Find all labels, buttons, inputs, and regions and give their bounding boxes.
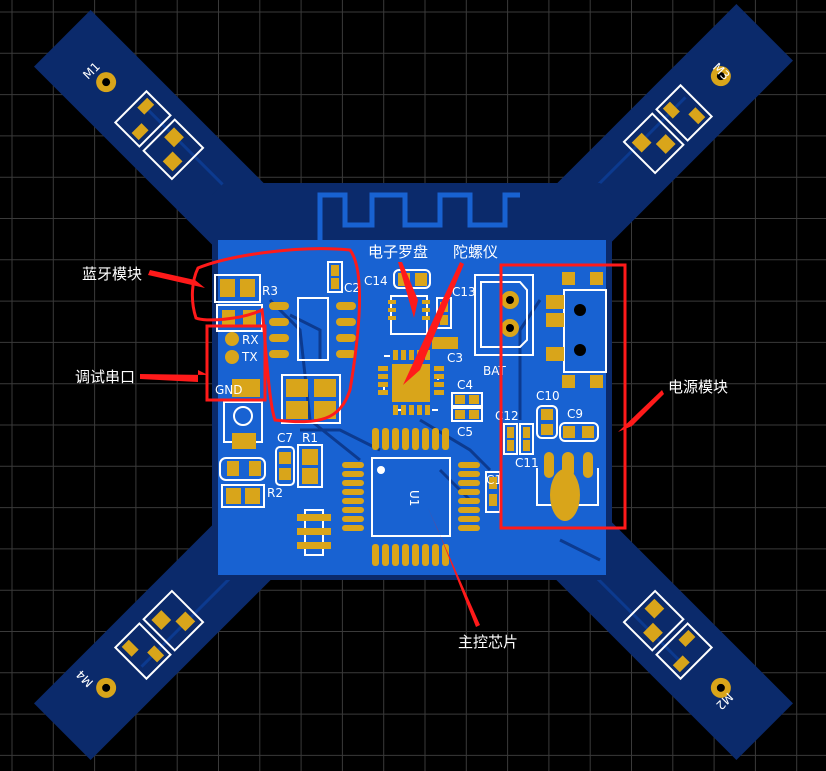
mcu-pin (342, 480, 364, 486)
annotation-gyro: 陀螺仪 (453, 243, 498, 261)
label-c9: C9 (567, 407, 583, 421)
mcu-pin (382, 428, 389, 450)
annotation-debug-serial: 调试串口 (75, 368, 135, 386)
mcu-pin (342, 525, 364, 531)
label-u1: U1 (407, 490, 421, 506)
debug-serial-header: RX TX GND (215, 332, 263, 449)
mcu-pin (422, 428, 429, 450)
mcu-arrow (428, 508, 480, 627)
bluetooth-outline (190, 247, 361, 424)
annotation-compass: 电子罗盘 (368, 243, 428, 261)
label-c3: C3 (447, 351, 463, 365)
mcu-pin (458, 498, 480, 504)
mcu-pin (382, 544, 389, 566)
mcu-pin (402, 428, 409, 450)
mcu-pin (458, 516, 480, 522)
mcu-pin (342, 489, 364, 495)
mcu-pin (422, 544, 429, 566)
bluetooth-module: R3 C2 (214, 261, 360, 424)
power-module-outline (499, 263, 627, 530)
label-c12: C12 (495, 409, 519, 423)
power-arrow (618, 390, 664, 432)
annotations: 蓝牙模块 调试串口 电子罗盘 陀螺仪 电源模块 主控芯片 (75, 243, 728, 651)
compass-arrow (398, 262, 418, 318)
label-c13: C13 (452, 285, 476, 299)
mcu-pin (372, 428, 379, 450)
label-c4: C4 (457, 378, 473, 392)
label-c1: C1 (486, 473, 502, 487)
mcu-pin (342, 471, 364, 477)
label-c11: C11 (515, 456, 539, 470)
mcu-pin (458, 507, 480, 513)
label-c14: C14 (364, 274, 388, 288)
annotation-mcu: 主控芯片 (458, 633, 518, 651)
label-rx: RX (242, 333, 259, 347)
mcu-pin (392, 428, 399, 450)
mcu-pin (442, 428, 449, 450)
annotation-bluetooth: 蓝牙模块 (82, 265, 142, 283)
label-r2: R2 (267, 486, 283, 500)
label-c7: C7 (277, 431, 293, 445)
label-c10: C10 (536, 389, 560, 403)
mcu-pin (442, 544, 449, 566)
antenna-trace (317, 192, 520, 240)
label-r3: R3 (262, 284, 278, 298)
mcu-pin (342, 507, 364, 513)
gyro-arrow (403, 262, 464, 385)
mcu-pin (432, 544, 439, 566)
label-gnd: GND (215, 383, 243, 397)
mcu-pin (392, 544, 399, 566)
debug-serial-arrow (140, 370, 208, 382)
mcu-pin (342, 462, 364, 468)
mcu-pin (458, 471, 480, 477)
mcu-pin (402, 544, 409, 566)
bluetooth-arrow (148, 270, 205, 288)
mcu-pin (458, 462, 480, 468)
annotation-power: 电源模块 (668, 378, 728, 396)
mcu-chip: U1 C1 (342, 428, 502, 566)
label-tx: TX (241, 350, 258, 364)
label-c5: C5 (457, 425, 473, 439)
passives-left: R2 C7 R1 (219, 431, 331, 556)
mcu-pin (412, 428, 419, 450)
mcu-pin (342, 516, 364, 522)
mcu-pin (432, 428, 439, 450)
label-c2: C2 (344, 281, 360, 295)
mcu-pin (342, 498, 364, 504)
arm-m2 (545, 512, 793, 760)
label-bat: BAT (483, 364, 507, 378)
label-r1: R1 (302, 431, 318, 445)
mcu-pin (458, 489, 480, 495)
mcu-pin (412, 544, 419, 566)
mcu-pin (372, 544, 379, 566)
mcu-pin (458, 525, 480, 531)
power-module: C10 C9 C12 C11 (495, 272, 607, 521)
debug-serial-outline (205, 324, 267, 402)
mcu-pin (458, 480, 480, 486)
